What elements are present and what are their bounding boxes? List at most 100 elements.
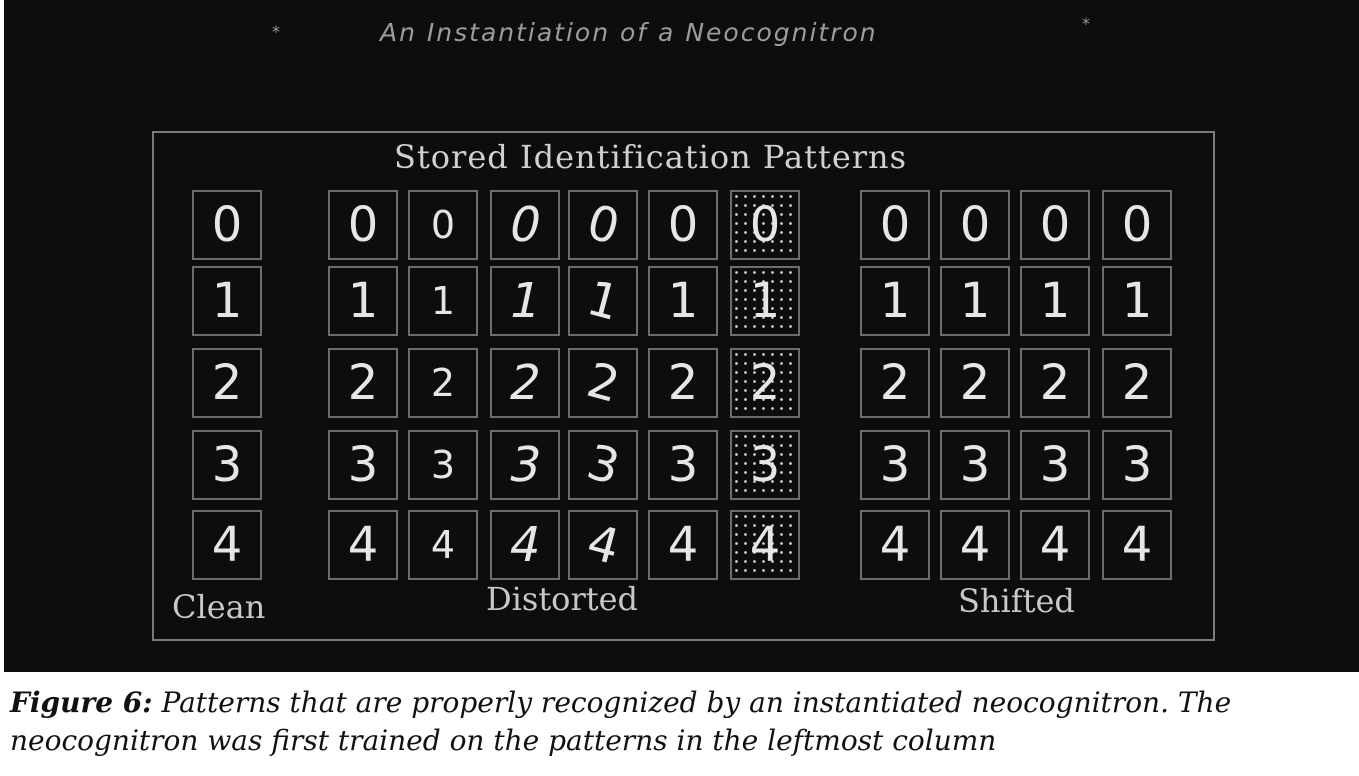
shifted-digit-2-cell: 2 (940, 348, 1010, 418)
distorted-digit-1-cell: 1 (328, 266, 398, 336)
digit-glyph: 0 (667, 197, 699, 253)
digit-glyph: 2 (503, 355, 547, 411)
shifted-digit-1-cell: 1 (1020, 266, 1090, 336)
digit-glyph: 4 (749, 517, 781, 573)
screen-title: An Instantiation of a Neocognitron (380, 18, 878, 47)
digit-glyph: 3 (211, 437, 243, 493)
digit-glyph: 1 (667, 273, 699, 329)
clean-digit-4-cell: 4 (192, 510, 262, 580)
clean-digit-3-cell: 3 (192, 430, 262, 500)
digit-glyph: 0 (1121, 197, 1153, 253)
patterns-panel (152, 131, 1215, 641)
shifted-digit-1-cell: 1 (940, 266, 1010, 336)
digit-glyph: 2 (879, 355, 911, 411)
digit-glyph: 2 (1121, 355, 1153, 411)
clean-digit-2-cell: 2 (192, 348, 262, 418)
distorted-digit-3-cell: 3 (648, 430, 718, 500)
distorted-digit-2-cell: 2 (408, 348, 478, 418)
digit-glyph: 2 (430, 361, 456, 405)
digit-glyph: 3 (879, 437, 911, 493)
distorted-digit-0-cell: 0 (730, 190, 800, 260)
digit-glyph: 2 (959, 355, 991, 411)
shifted-digit-2-cell: 2 (860, 348, 930, 418)
digit-glyph: 1 (879, 273, 911, 329)
display-screen: * An Instantiation of a Neocognitron * (4, 0, 1359, 672)
distorted-digit-4-cell: 4 (568, 510, 638, 580)
distorted-digit-1-cell: 1 (408, 266, 478, 336)
digit-glyph: 4 (580, 514, 625, 576)
clean-digit-0-cell: 0 (192, 190, 262, 260)
distorted-digit-2-cell: 2 (490, 348, 560, 418)
caption-text: Patterns that are properly recognized by… (10, 686, 1232, 757)
digit-glyph: 2 (347, 355, 379, 411)
figure-caption: Figure 6: Patterns that are properly rec… (10, 684, 1350, 760)
distorted-digit-4-cell: 4 (730, 510, 800, 580)
digit-glyph: 4 (430, 523, 456, 567)
shifted-digit-0-cell: 0 (1102, 190, 1172, 260)
distorted-digit-0-cell: 0 (328, 190, 398, 260)
digit-glyph: 0 (1039, 197, 1071, 253)
shifted-digit-3-cell: 3 (1020, 430, 1090, 500)
digit-glyph: 2 (580, 352, 625, 414)
distorted-digit-3-cell: 3 (490, 430, 560, 500)
digit-glyph: 1 (1039, 273, 1071, 329)
star-marker-left: * (272, 22, 280, 41)
digit-glyph: 4 (211, 517, 243, 573)
distorted-digit-4-cell: 4 (328, 510, 398, 580)
shifted-digit-4-cell: 4 (940, 510, 1010, 580)
digit-glyph: 1 (959, 273, 991, 329)
clean-digit-1-cell: 1 (192, 266, 262, 336)
digit-glyph: 0 (580, 194, 625, 256)
digit-glyph: 1 (503, 273, 547, 329)
digit-glyph: 1 (430, 279, 456, 323)
digit-glyph: 3 (503, 437, 547, 493)
digit-glyph: 3 (667, 437, 699, 493)
distorted-digit-0-cell: 0 (490, 190, 560, 260)
shifted-digit-0-cell: 0 (860, 190, 930, 260)
digit-glyph: 4 (879, 517, 911, 573)
shifted-digit-4-cell: 4 (860, 510, 930, 580)
digit-glyph: 1 (1121, 273, 1153, 329)
shifted-label: Shifted (958, 582, 1075, 620)
digit-glyph: 4 (347, 517, 379, 573)
digit-glyph: 1 (580, 270, 625, 332)
panel-title: Stored Identification Patterns (394, 138, 908, 176)
digit-glyph: 1 (749, 273, 781, 329)
digit-glyph: 2 (667, 355, 699, 411)
digit-glyph: 2 (211, 355, 243, 411)
digit-glyph: 4 (667, 517, 699, 573)
shifted-digit-2-cell: 2 (1020, 348, 1090, 418)
digit-glyph: 4 (1121, 517, 1153, 573)
distorted-digit-2-cell: 2 (648, 348, 718, 418)
shifted-digit-4-cell: 4 (1020, 510, 1090, 580)
distorted-digit-3-cell: 3 (408, 430, 478, 500)
shifted-digit-2-cell: 2 (1102, 348, 1172, 418)
shifted-digit-0-cell: 0 (1020, 190, 1090, 260)
shifted-digit-4-cell: 4 (1102, 510, 1172, 580)
digit-glyph: 0 (749, 197, 781, 253)
digit-glyph: 2 (749, 355, 781, 411)
digit-glyph: 0 (211, 197, 243, 253)
distorted-digit-2-cell: 2 (730, 348, 800, 418)
digit-glyph: 3 (749, 437, 781, 493)
digit-glyph: 0 (959, 197, 991, 253)
shifted-digit-3-cell: 3 (860, 430, 930, 500)
digit-glyph: 3 (1039, 437, 1071, 493)
digit-glyph: 1 (211, 273, 243, 329)
digit-glyph: 3 (959, 437, 991, 493)
shifted-digit-3-cell: 3 (940, 430, 1010, 500)
distorted-digit-1-cell: 1 (568, 266, 638, 336)
figure-number: Figure 6: (10, 686, 153, 719)
digit-glyph: 4 (1039, 517, 1071, 573)
distorted-digit-4-cell: 4 (490, 510, 560, 580)
distorted-digit-1-cell: 1 (648, 266, 718, 336)
clean-label: Clean (172, 588, 266, 626)
digit-glyph: 4 (503, 517, 547, 573)
distorted-digit-0-cell: 0 (648, 190, 718, 260)
digit-glyph: 3 (430, 443, 456, 487)
shifted-digit-1-cell: 1 (1102, 266, 1172, 336)
distorted-digit-2-cell: 2 (568, 348, 638, 418)
shifted-digit-3-cell: 3 (1102, 430, 1172, 500)
distorted-digit-3-cell: 3 (730, 430, 800, 500)
digit-glyph: 0 (503, 197, 547, 253)
